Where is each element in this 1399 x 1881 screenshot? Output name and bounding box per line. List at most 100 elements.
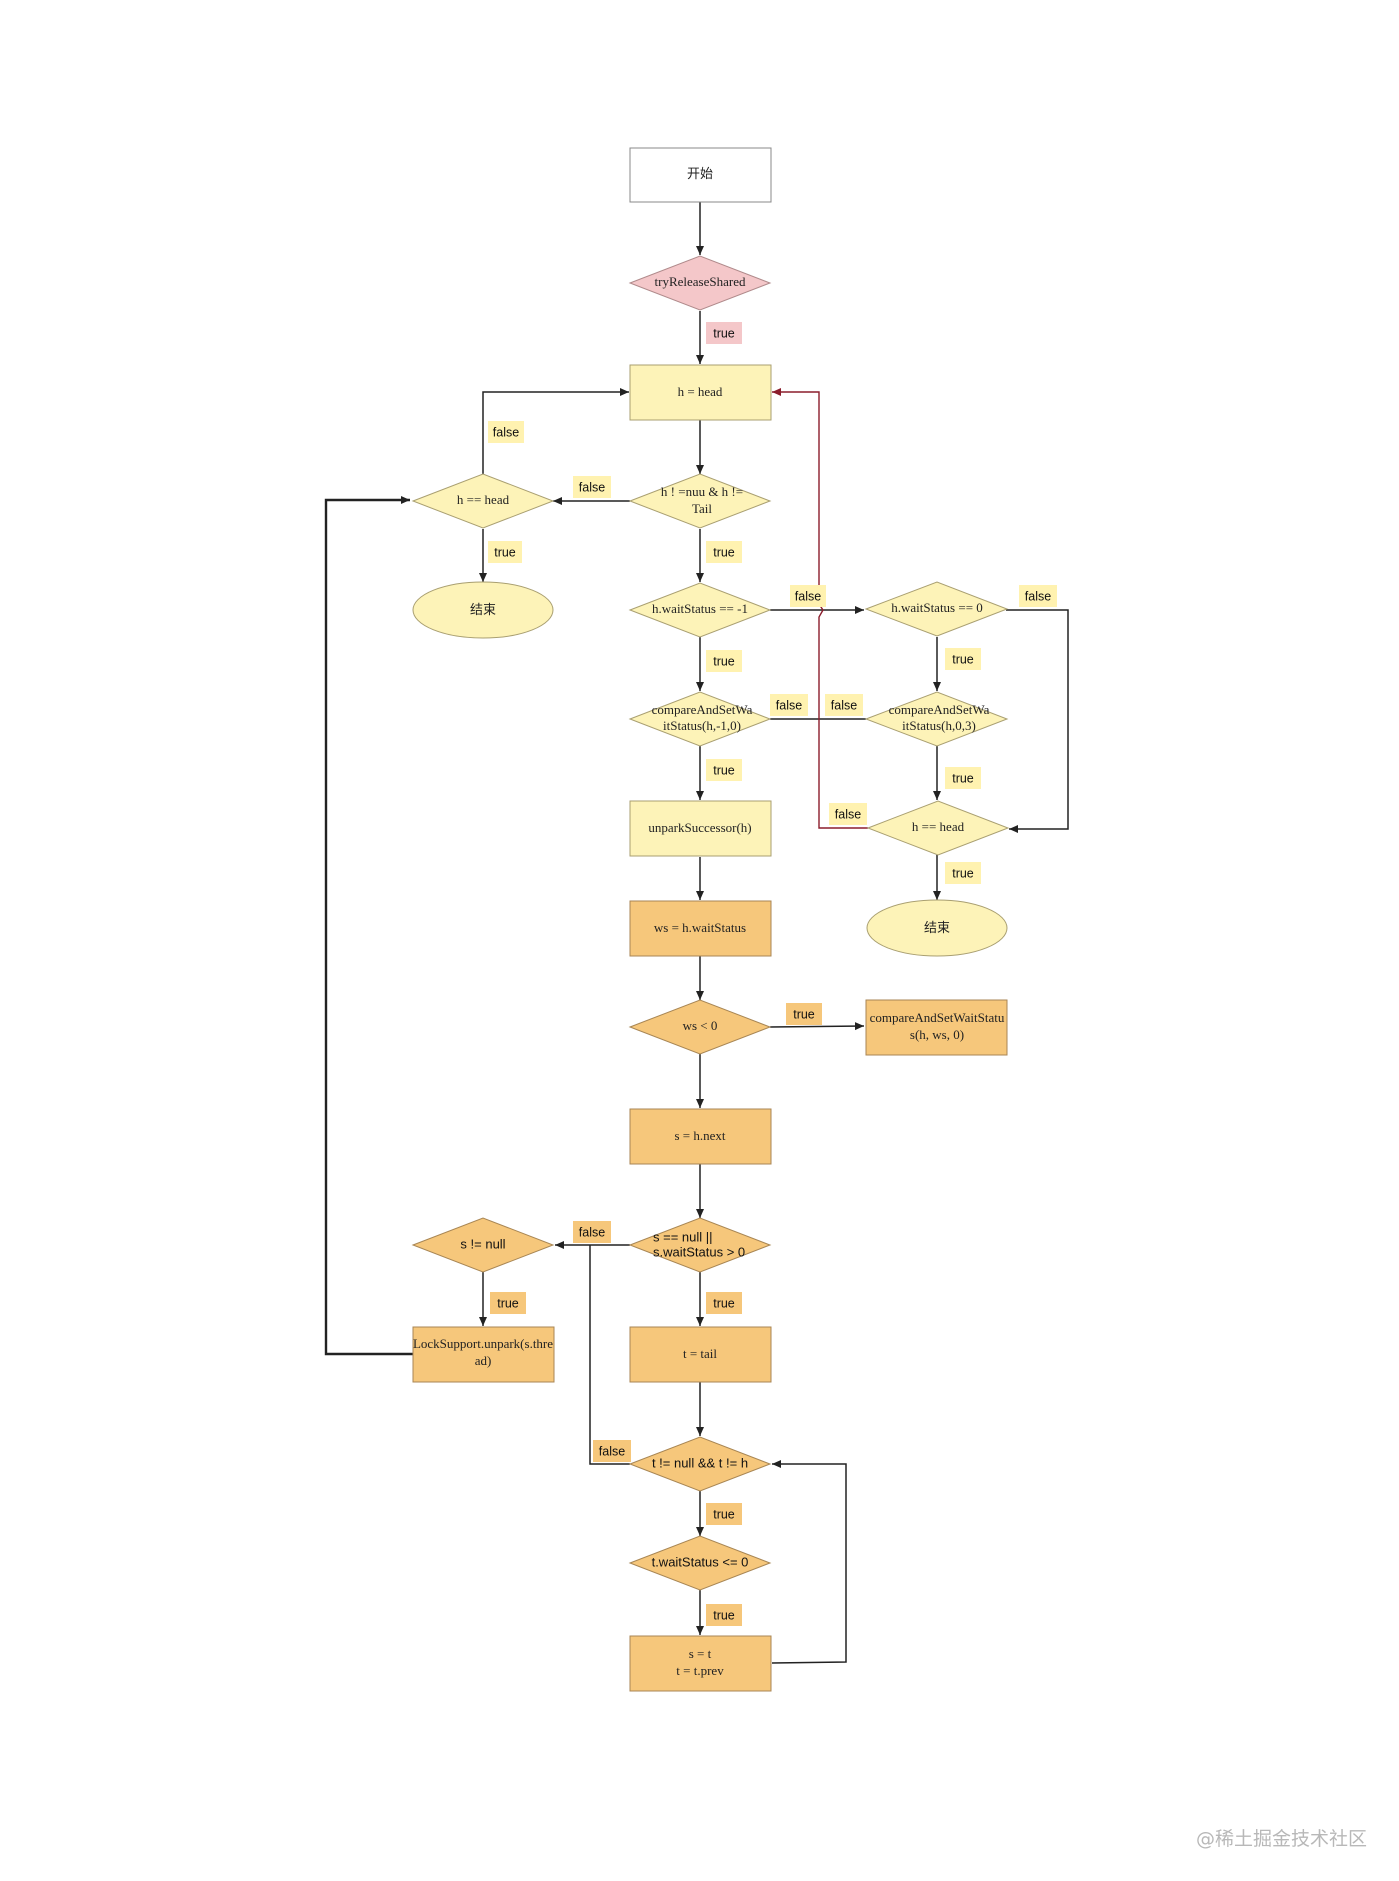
edge-labels: true false false true true false [488, 322, 1057, 1626]
node-cas-ws-line2: s(h, ws, 0) [910, 1027, 964, 1042]
node-lock-support-line1: LockSupport.unpark(s.thre [413, 1336, 553, 1351]
node-wait-status-zero-text: h.waitStatus == 0 [891, 600, 983, 615]
svg-text:true: true [713, 1296, 735, 1310]
svg-text:true: true [952, 866, 974, 880]
node-ws-lt-zero-text: ws < 0 [683, 1018, 718, 1033]
svg-text:false: false [599, 1444, 625, 1458]
edge-h-right-false-loop-to-h-head [772, 388, 868, 829]
node-t-wait-check: t.waitStatus <= 0 [628, 1535, 772, 1591]
edge-s-t-loop-to-t-loop [771, 1460, 847, 1664]
node-h-eq-head-right-text: h == head [912, 819, 965, 834]
node-end-left: 结束 [412, 581, 554, 639]
node-h-eq-head-left-text: h == head [457, 492, 510, 507]
edges [324, 202, 1069, 1664]
edge-label-t-loop-false: false [593, 1440, 631, 1462]
svg-text:true: true [713, 654, 735, 668]
node-s-t-assign: s = t t = t.prev [629, 1635, 772, 1692]
node-cas-right-line1: compareAndSetWa [889, 702, 990, 717]
node-check-h-line2: Tail [692, 501, 712, 516]
edge-label-s-null-false: false [573, 1221, 611, 1243]
edge-ws-lt0-true-to-cas-ws [769, 1022, 865, 1031]
node-cas-right: compareAndSetWa itStatus(h,0,3) [864, 691, 1009, 747]
edge-label-zero-false: false [1019, 585, 1057, 607]
node-s-not-null-text: s != null [460, 1236, 505, 1251]
svg-text:true: true [713, 326, 735, 340]
node-wait-status-neg1: h.waitStatus == -1 [628, 582, 772, 638]
node-h-eq-head-right: h == head [866, 800, 1010, 856]
edge-label-cas-right-false: false [825, 694, 863, 716]
node-cas-ws-line1: compareAndSetWaitStatu [870, 1010, 1005, 1025]
node-t-tail: t = tail [629, 1326, 772, 1383]
edge-label-h-right-true: true [945, 862, 981, 884]
node-try-release-shared-text: tryReleaseShared [655, 274, 746, 289]
svg-text:true: true [713, 545, 735, 559]
node-try-release-shared: tryReleaseShared [628, 255, 772, 311]
node-h-assign-head-text: h = head [678, 384, 723, 399]
svg-text:true: true [713, 1608, 735, 1622]
node-unpark-successor-text: unparkSuccessor(h) [648, 820, 751, 835]
node-unpark-successor: unparkSuccessor(h) [629, 800, 772, 857]
edge-label-neg1-true: true [706, 650, 742, 672]
node-end-right-text: 结束 [924, 920, 950, 935]
svg-text:false: false [493, 425, 519, 439]
svg-text:false: false [1025, 589, 1051, 603]
node-check-h-line1: h ! =nuu & h != [661, 484, 743, 499]
svg-text:false: false [835, 807, 861, 821]
edge-label-s-not-null-true: true [490, 1292, 526, 1314]
node-ws-assign-text: ws = h.waitStatus [654, 920, 746, 935]
svg-text:true: true [494, 545, 516, 559]
node-s-null-check-line1: s == null || [653, 1229, 713, 1244]
node-h-eq-head-left: h == head [411, 473, 555, 529]
edge-label-h-right-false: false [829, 803, 867, 825]
svg-text:true: true [952, 652, 974, 666]
watermark-text: @稀土掘金技术社区 [1195, 1828, 1367, 1850]
node-h-assign-head: h = head [629, 364, 772, 421]
node-end-left-text: 结束 [470, 602, 496, 617]
node-lock-support-unpark: LockSupport.unpark(s.thre ad) [412, 1326, 555, 1383]
node-s-next-text: s = h.next [674, 1128, 725, 1143]
edge-label-ws-true: true [786, 1003, 822, 1025]
node-wait-status-neg1-text: h.waitStatus == -1 [652, 601, 748, 616]
node-cas-ws: compareAndSetWaitStatu s(h, ws, 0) [865, 999, 1008, 1056]
node-cas-right-line2: itStatus(h,0,3) [902, 718, 976, 733]
node-ws-lt-zero: ws < 0 [628, 999, 772, 1055]
node-t-wait-check-text: t.waitStatus <= 0 [652, 1554, 749, 1569]
nodes: 开始 tryReleaseShared h = head h ! =nuu & … [411, 147, 1010, 1692]
svg-text:true: true [793, 1007, 815, 1021]
svg-text:false: false [579, 1225, 605, 1239]
edge-label-h-left-false: false [488, 421, 524, 443]
node-end-right: 结束 [866, 899, 1008, 957]
node-s-null-check-line2: s.waitStatus > 0 [653, 1244, 745, 1259]
edge-label-h-left-true: true [488, 541, 522, 563]
node-t-loop-check-text: t != null && t != h [652, 1455, 748, 1470]
svg-text:false: false [776, 698, 802, 712]
node-start-text: 开始 [687, 166, 713, 181]
node-s-t-assign-line2: t = t.prev [676, 1663, 724, 1678]
svg-text:true: true [497, 1296, 519, 1310]
node-start: 开始 [629, 147, 772, 203]
node-wait-status-zero: h.waitStatus == 0 [864, 581, 1009, 637]
node-s-null-check: s == null || s.waitStatus > 0 [628, 1217, 772, 1273]
node-t-tail-text: t = tail [683, 1346, 717, 1361]
edge-label-check-false: false [573, 476, 611, 498]
node-ws-assign: ws = h.waitStatus [629, 900, 772, 957]
edge-label-check-true: true [706, 541, 742, 563]
node-cas-left-line2: itStatus(h,-1,0) [663, 718, 741, 733]
svg-text:false: false [579, 480, 605, 494]
edge-t-loop-false-to-s-not-null [589, 1245, 630, 1465]
edge-label-s-null-true: true [706, 1292, 742, 1314]
edge-label-t-loop-true: true [706, 1503, 742, 1525]
edge-label-zero-true: true [945, 648, 981, 670]
node-t-loop-check: t != null && t != h [628, 1436, 772, 1492]
node-s-next: s = h.next [629, 1108, 772, 1165]
edge-lock-loop-to-h-left [324, 496, 413, 1356]
edge-h-left-false-to-h-head [482, 388, 629, 474]
edge-label-neg1-false: false [790, 585, 826, 607]
edge-label-cas-left-false: false [770, 694, 808, 716]
edge-zero-false-to-h-right [1006, 609, 1069, 833]
node-s-t-assign-line1: s = t [689, 1646, 712, 1661]
svg-text:true: true [952, 771, 974, 785]
svg-text:false: false [831, 698, 857, 712]
